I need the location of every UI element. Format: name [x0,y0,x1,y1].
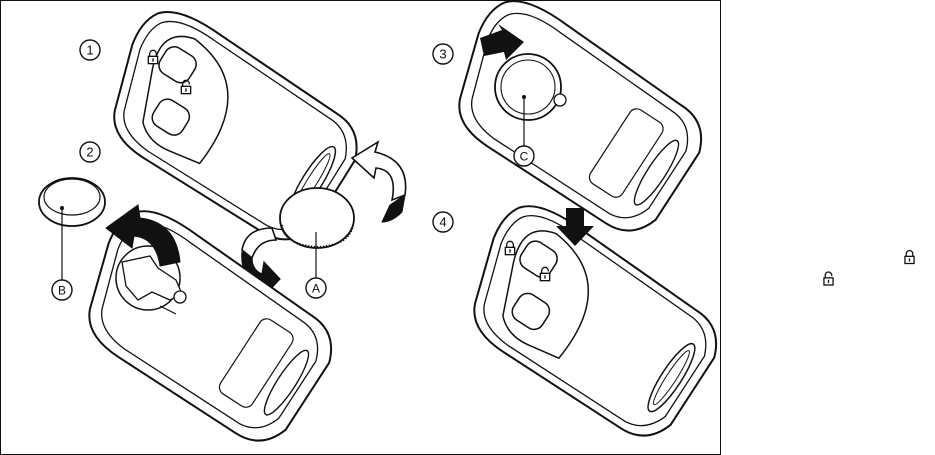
battery-replacement-diagram: 1 2 3 4 A B C [0,0,721,455]
callout-c-text: C [520,150,529,164]
step-number-3: 3 [433,44,453,64]
step-number-1: 1 [80,40,100,60]
diagram-canvas: 1 2 3 4 A B C [0,0,721,455]
callout-b-text: B [58,284,66,298]
unlock-icon [822,270,835,287]
step-number-2: 2 [80,142,100,162]
step-number-1-text: 1 [86,43,93,58]
battery-coin-a [280,188,354,248]
lock-icon [903,249,916,265]
callout-a-text: A [312,282,320,296]
callout-b: B [52,280,72,300]
step-number-3-text: 3 [439,47,446,62]
step-number-4-text: 4 [439,215,446,230]
callout-a: A [306,278,326,298]
step-number-4: 4 [433,212,453,232]
battery-coin-b [39,178,105,226]
callout-c: C [514,146,534,166]
step-number-2-text: 2 [86,145,93,160]
